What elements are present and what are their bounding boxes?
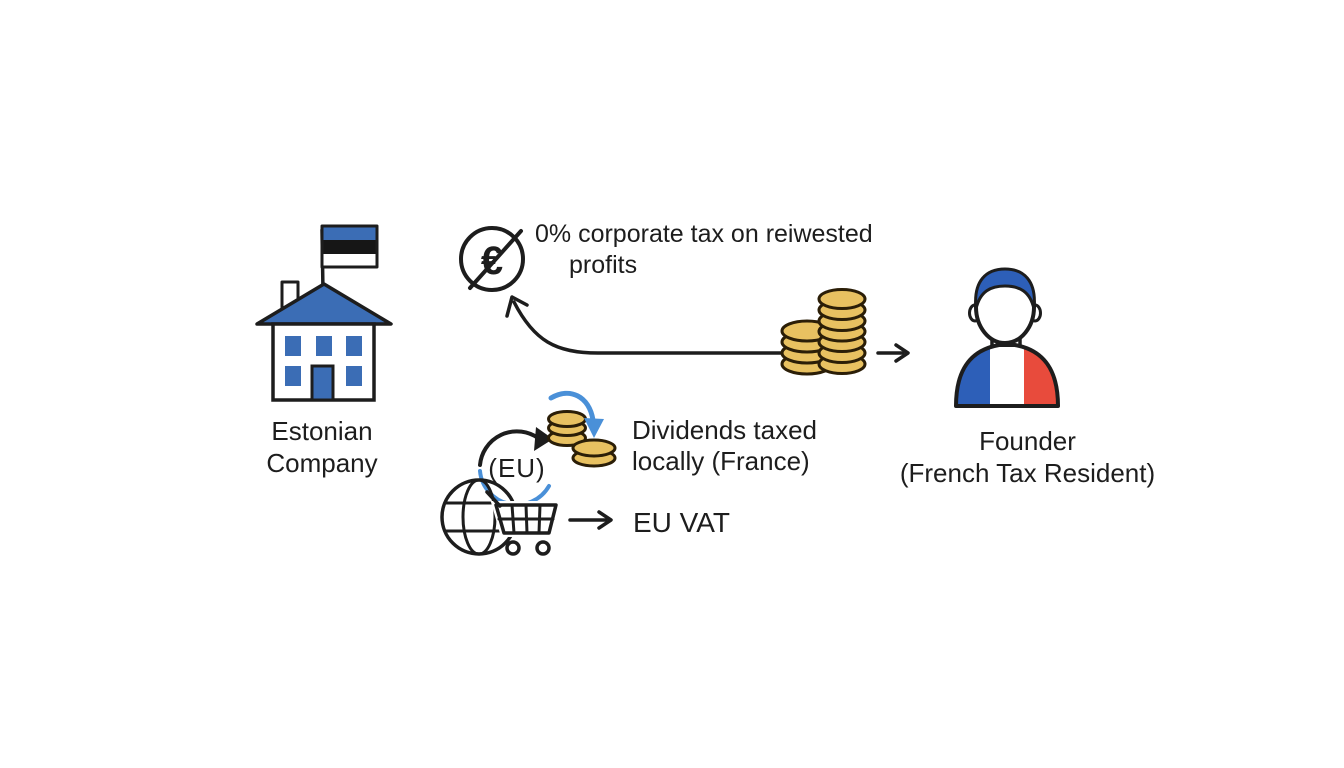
dividends-note-line2: locally (France) <box>632 446 810 476</box>
reinvested-profits-arrow <box>505 295 788 355</box>
shopping-cart-icon <box>485 490 562 556</box>
dividends-note: Dividends taxed locally (France) <box>632 415 817 477</box>
eu-cycle-label: (EU) <box>488 453 546 483</box>
corporate-tax-note-line2: profits <box>569 251 638 279</box>
founder-label: Founder (French Tax Resident) <box>855 425 1200 489</box>
dividends-note-line1: Dividends taxed <box>632 415 817 445</box>
corporate-tax-note-line1: 0% corporate tax on reiwested <box>535 220 873 248</box>
founder-icon <box>954 267 1060 408</box>
globe-cart-icon <box>440 478 562 556</box>
estonian-company-label: Estonian Company <box>232 415 412 479</box>
payout-arrow <box>876 343 910 363</box>
hair <box>974 267 1036 311</box>
door <box>310 364 335 402</box>
estonian-company-label-line1: Estonian <box>271 416 373 446</box>
estonian-company-label-line2: Company <box>266 448 378 478</box>
dividend-coins-icon <box>547 410 617 468</box>
french-flag-torso <box>956 345 1058 406</box>
eu-vat-label: EU VAT <box>633 507 730 538</box>
eu-vat-arrow <box>568 510 613 530</box>
roof <box>255 282 393 326</box>
coin-stack-icon <box>780 288 867 376</box>
founder-label-line2: (French Tax Resident) <box>899 458 1156 488</box>
dividend-flow-arrow-icon <box>548 390 604 438</box>
founder-label-line1: Founder <box>979 426 1076 456</box>
crossed-euro-icon: € <box>459 226 525 292</box>
estonian-company-icon <box>255 224 393 402</box>
estonian-flag-icon <box>320 224 379 269</box>
